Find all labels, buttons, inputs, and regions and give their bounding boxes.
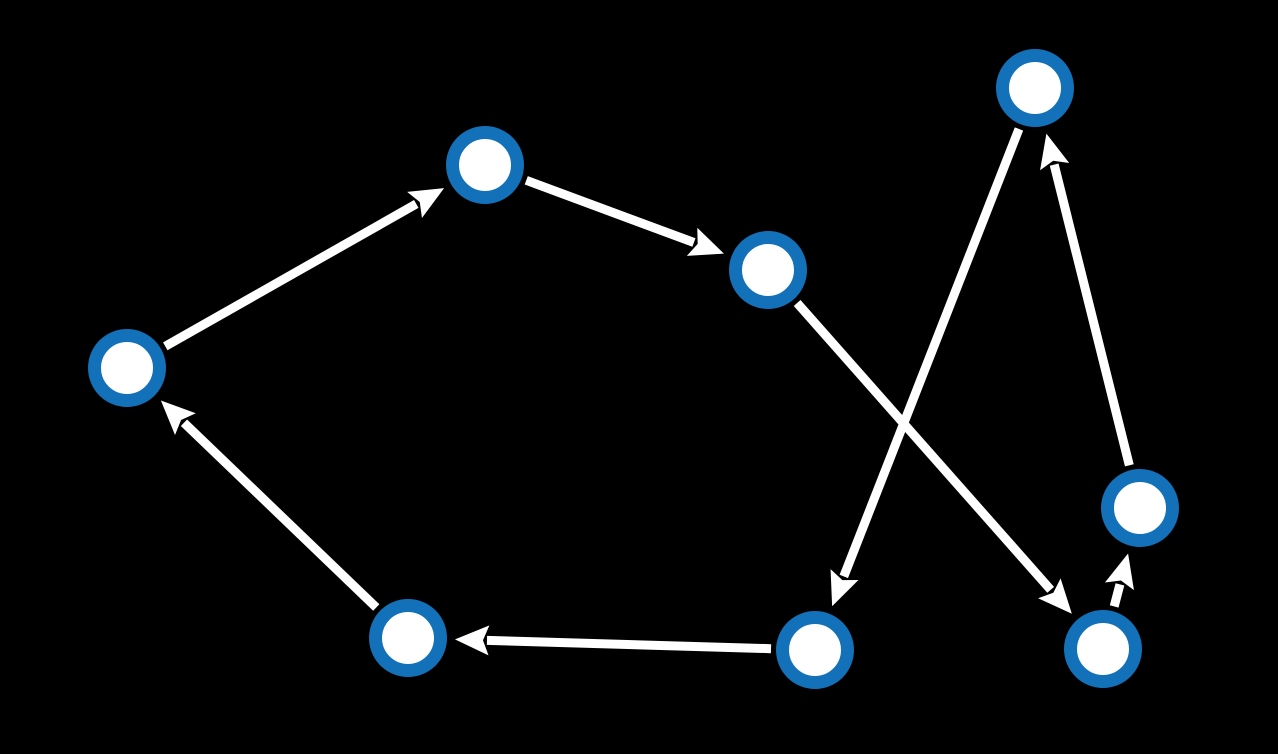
arrow-head-icon: [1104, 553, 1134, 591]
node-ring: [996, 49, 1074, 127]
edge-shaft: [793, 299, 1055, 593]
node-ring: [446, 126, 524, 204]
node-top-right[interactable]: [996, 49, 1074, 127]
edge-top-left-to-top-middle[interactable]: [524, 176, 724, 256]
edge-shaft: [180, 419, 380, 611]
arrow-head-icon: [407, 188, 445, 218]
edge-top-right-to-bottom-middle[interactable]: [830, 127, 1024, 607]
edge-bottom-right-to-right[interactable]: [1104, 553, 1134, 608]
node-ring: [1064, 610, 1142, 688]
edge-shaft: [486, 635, 772, 654]
node-bottom-left[interactable]: [369, 599, 447, 677]
arrow-head-icon: [1040, 133, 1070, 171]
node-ring: [776, 611, 854, 689]
edge-left-to-top-left[interactable]: [163, 188, 445, 351]
arrow-head-icon: [830, 569, 859, 607]
node-ring: [729, 231, 807, 309]
arrow-head-icon: [1038, 578, 1072, 614]
node-ring: [369, 599, 447, 677]
edges-layer: [160, 127, 1134, 656]
edge-right-to-top-right[interactable]: [1040, 133, 1134, 467]
nodes-layer: [88, 49, 1179, 689]
edge-shaft: [524, 176, 696, 247]
edge-shaft: [163, 200, 419, 351]
node-ring: [1101, 469, 1179, 547]
node-left[interactable]: [88, 329, 166, 407]
node-ring: [88, 329, 166, 407]
edge-top-middle-to-bottom-right[interactable]: [793, 299, 1072, 614]
node-bottom-right[interactable]: [1064, 610, 1142, 688]
edge-bottom-middle-to-bottom-left[interactable]: [454, 625, 772, 656]
node-top-left[interactable]: [446, 126, 524, 204]
node-bottom-middle[interactable]: [776, 611, 854, 689]
node-right[interactable]: [1101, 469, 1179, 547]
edge-shaft: [1109, 583, 1125, 608]
arrow-head-icon: [454, 625, 490, 656]
node-top-middle[interactable]: [729, 231, 807, 309]
arrow-head-icon: [686, 227, 724, 256]
arrow-head-icon: [160, 400, 196, 435]
edge-shaft: [1049, 163, 1134, 467]
edge-shaft: [839, 127, 1024, 579]
edge-bottom-left-to-left[interactable]: [160, 400, 380, 611]
